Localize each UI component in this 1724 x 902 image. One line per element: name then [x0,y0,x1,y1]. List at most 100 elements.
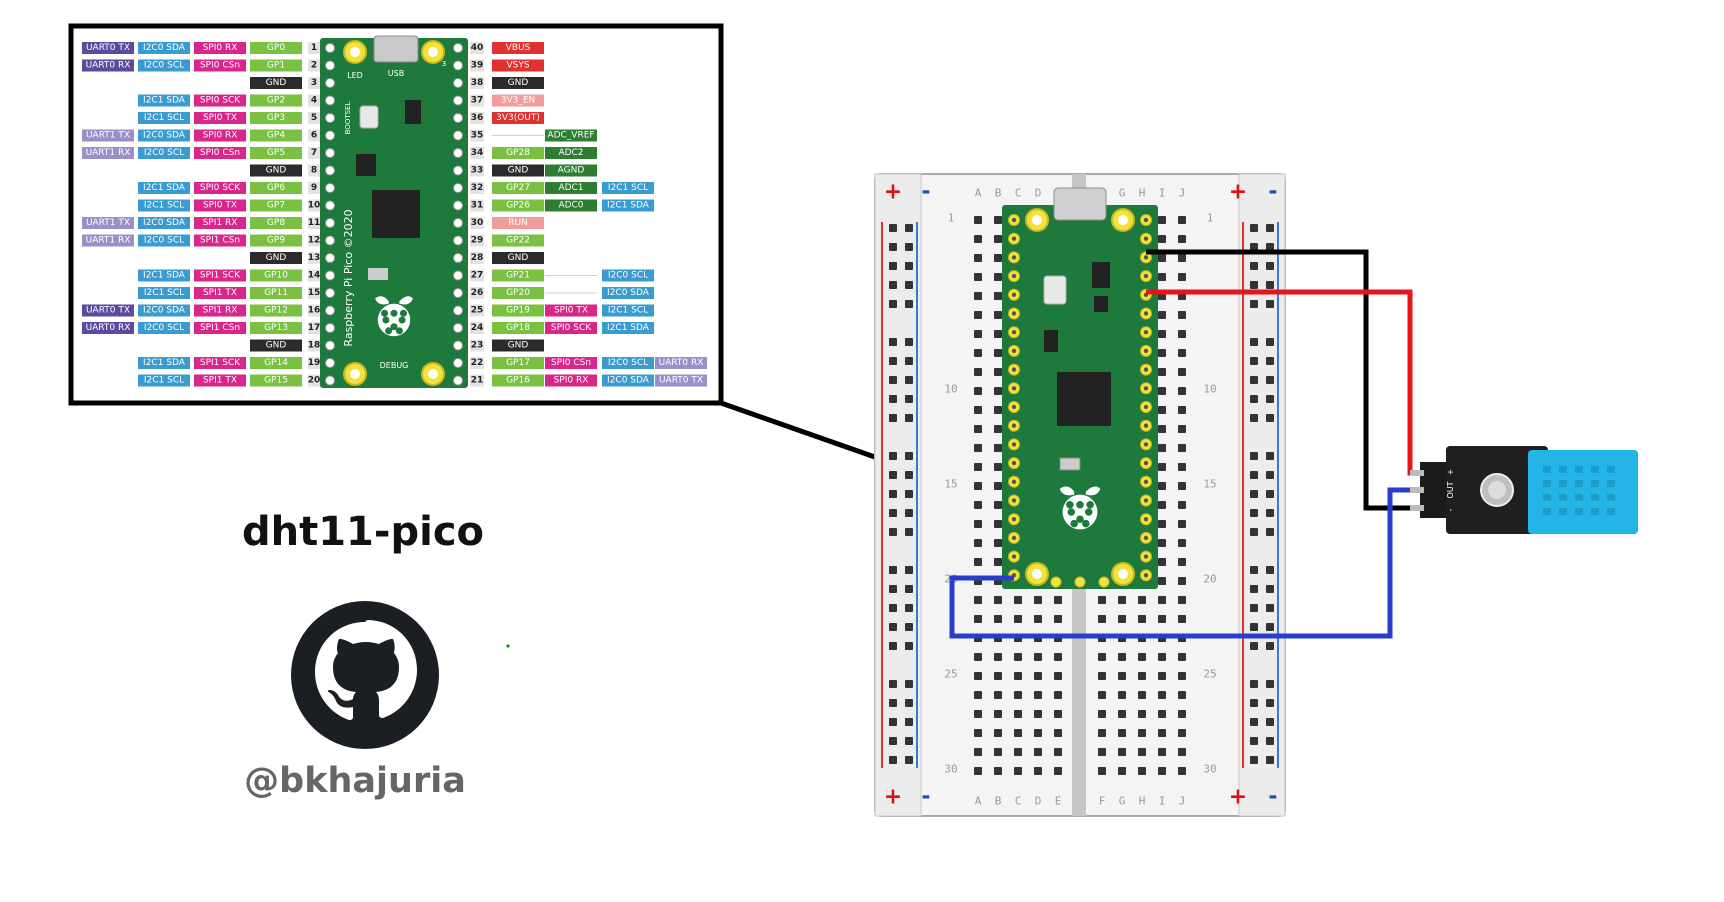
pin-label-text: I2C1 SDA [607,323,650,333]
breadboard-hole [1098,767,1106,775]
pin-label-badge [250,112,302,124]
pin-pad [453,323,463,333]
sensor-mount-hole-center [1488,481,1506,499]
rail-hole [889,604,897,612]
breadboard-hole [1118,615,1126,623]
column-letter: B [995,187,1002,200]
pin-label-text: I2C0 SCL [144,61,184,71]
breadboard-hole [1034,767,1042,775]
pin-label-badge [138,322,190,334]
pin-label-badge [545,129,597,142]
pin-label-badge [194,94,246,107]
breadboard-hole [1034,596,1042,604]
breadboard-hole [1158,558,1166,566]
column-letter: H [1139,795,1146,808]
pin-number-box [470,112,484,124]
pin-pad [325,270,335,281]
pin-label-text: 3V3(OUT) [496,113,540,123]
pin-number-box [470,164,484,177]
breadboard-hole [1178,406,1186,414]
pico-pad-center [1011,217,1017,223]
rail-hole [1266,623,1274,631]
pin-label-badge [82,129,134,142]
sensor-pin [1410,487,1424,493]
rail-hole [1266,490,1274,498]
pin-label-badge [138,199,190,212]
rail-hole [889,718,897,726]
pin-label-badge [492,322,544,334]
pin-label-text: UART0 RX [659,358,704,368]
column-letter: C [1015,187,1022,200]
pin-label-text: GP9 [267,236,285,246]
breadboard-hole [1178,767,1186,775]
breadboard-hole [1118,653,1126,661]
breadboard-hole [974,349,982,357]
pin-label-badge [138,217,190,229]
column-letter: I [1159,187,1166,200]
rail-hole [1266,243,1274,251]
breadboard-hole [994,368,1002,376]
row-number: 25 [944,668,957,681]
pin-label-badge [545,304,597,317]
breadboard-hole [1178,330,1186,338]
column-letter: D [1035,795,1042,808]
pin-label-text: UART0 RX [86,61,131,71]
pin-label-text: I2C1 SCL [144,201,184,211]
sensor-vent [1543,508,1551,515]
pin-label-text: GP27 [506,183,530,193]
breadboard-hole [994,729,1002,737]
breadboard-hole [1014,653,1022,661]
pin-pad [453,78,463,88]
sensor-vent [1543,466,1551,473]
breadboard-hole [1118,691,1126,699]
rail-hole [1250,699,1258,707]
column-letter: G [1119,795,1126,808]
breadboard-hole [1178,349,1186,357]
pico-pad-center [1011,292,1017,297]
pin-label-text: SPI0 CSn [200,148,240,158]
pin-label-badge [492,59,544,72]
pin-label-text: UART0 TX [86,43,130,53]
pin-label-text: I2C0 SCL [608,271,648,281]
pico-pad-center [1143,517,1149,522]
pin-label-badge [250,59,302,72]
pin-number: 40 [471,43,484,53]
breadboard-hole [974,216,982,224]
breadboard-hole [1098,748,1106,756]
row-number: 15 [1203,478,1216,491]
breadboard-hole [1178,368,1186,376]
breadboard-hole [974,311,982,319]
breadboard-hole [1014,672,1022,680]
pin-label-text: GP26 [506,201,530,211]
pin-label-text: GND [266,253,287,263]
breadboard-hole [1138,691,1146,699]
breadboard-hole [974,596,982,604]
pin-label-text: I2C1 SDA [143,183,186,193]
pin-pad [325,200,335,211]
rail-hole [1266,509,1274,517]
pin-label-text: ADC_VREF [547,131,594,141]
breadboard-hole [994,292,1002,300]
breadboard-hole [1178,254,1186,262]
pin-label-badge [138,59,190,72]
pin-pad [453,340,463,351]
pin-number-box [470,252,484,264]
breadboard-hole [994,406,1002,414]
sensor-vent [1591,480,1599,487]
pico-pad-center [1143,273,1149,279]
rail-hole [1266,414,1274,422]
pin-label-badge [492,147,544,159]
pin-label-badge [82,217,134,229]
pin-label-badge [545,147,597,159]
breadboard-hole [1158,672,1166,680]
breadboard-hole [1178,520,1186,528]
breadboard-hole [1178,216,1186,224]
sensor-vent [1607,480,1615,487]
rail-hole [1266,224,1274,232]
rail-hole [905,699,913,707]
breadboard-hole [994,425,1002,433]
breadboard: AABBCCDDEEFFGGHHIIJJ11101015152020252530… [874,173,1286,817]
sensor-vent [1559,494,1567,501]
pin-pad [325,323,335,333]
pin-label-badge [655,357,707,369]
